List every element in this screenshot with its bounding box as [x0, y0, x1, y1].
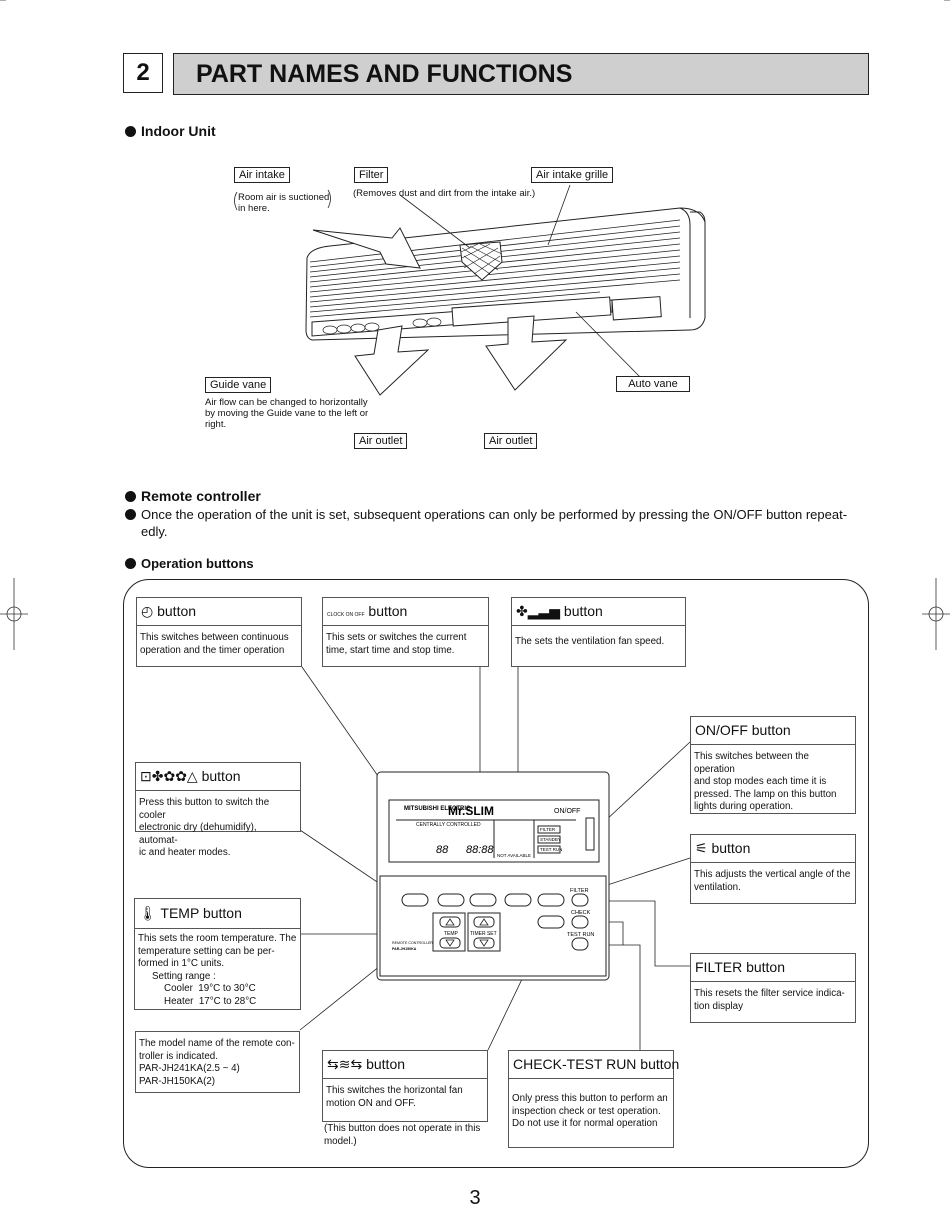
test-run-indicator: TEST RUN — [540, 847, 562, 852]
filter-label: Filter — [354, 167, 389, 183]
swing-button-header: ⇆≋⇆ button — [323, 1051, 487, 1079]
remote-model-label: REMOTE CONTROLLER — [392, 941, 433, 945]
vane-angle-icon: ⚟ — [695, 840, 708, 856]
mode-button-header: ⊡✤✿✿△ button — [136, 763, 300, 791]
bullet-icon — [125, 509, 136, 520]
page-number: 3 — [469, 1187, 481, 1209]
temp-digits: 88 — [436, 844, 449, 856]
temp-button-header: 🌡 TEMP button — [135, 899, 300, 929]
not-available-text: NOT AVAILABLE — [497, 853, 531, 858]
section-number: 2 — [123, 53, 163, 93]
standby-indicator: STANDBY — [540, 837, 561, 842]
filter-button-callout: FILTER button This resets the filter ser… — [690, 953, 856, 1023]
model-name-box: The model name of the remote con-troller… — [135, 1031, 300, 1093]
test-run-button-label: TEST RUN — [567, 932, 594, 938]
swing-icon: ⇆≋⇆ — [327, 1056, 363, 1072]
fan-speed-icon: ✤▂▃▅ — [516, 603, 561, 619]
centrally-controlled-text: CENTRALLY CONTROLLED — [416, 822, 481, 828]
mode-button-callout: ⊡✤✿✿△ button Press this button to switch… — [135, 762, 301, 858]
thermometer-icon: 🌡 — [139, 905, 157, 921]
bullet-icon — [125, 558, 136, 569]
filter-button-desc: This resets the filter service indica-ti… — [694, 988, 845, 1012]
air-intake-grille-label: Air intake grille — [531, 167, 614, 183]
bullet-icon — [125, 491, 136, 502]
section-title: PART NAMES AND FUNCTIONS — [173, 53, 869, 95]
bullet-icon — [125, 126, 136, 137]
onoff-display: ON/OFF — [554, 808, 580, 815]
swing-button-callout: ⇆≋⇆ button This switches the horizontal … — [322, 1050, 488, 1122]
air-intake-label: Air intake — [234, 167, 290, 183]
clock-button-header: CLOCK ON OFF button — [323, 598, 488, 626]
mode-icons: ⊡✤✿✿△ — [140, 768, 198, 784]
check-button-label: CHECK — [571, 910, 591, 916]
filter-button-label: FILTER — [570, 888, 589, 894]
model-logo: Mr.SLIM — [448, 804, 494, 818]
remote-controller-heading: Remote controller — [125, 488, 261, 504]
filter-note: (Removes dust and dirt from the intake a… — [353, 188, 536, 199]
fan-speed-button-desc: The sets the ventilation fan speed. — [515, 636, 665, 647]
time-digits: 88:88 — [466, 844, 494, 856]
operation-buttons-frame — [123, 579, 869, 1168]
temp-button-label: TEMP — [444, 931, 459, 937]
onoff-button-header: ON/OFF button — [691, 717, 855, 745]
temp-button-callout: 🌡 TEMP button This sets the room tempera… — [134, 898, 301, 1010]
operation-buttons-heading: Operation buttons — [125, 556, 254, 571]
fan-speed-button-callout: ✤▂▃▅ button The sets the ventilation fan… — [511, 597, 686, 667]
check-test-run-header: CHECK-TEST RUN button — [509, 1051, 679, 1079]
vane-button-callout: ⚟ button This adjusts the vertical angle… — [690, 834, 856, 904]
indoor-unit-illustration — [234, 184, 706, 396]
air-outlet-label-1: Air outlet — [354, 433, 408, 449]
remote-controller-note: Once the operation of the unit is set, s… — [125, 506, 865, 540]
indoor-unit-heading: Indoor Unit — [125, 123, 216, 139]
clock-on-off-icon: CLOCK ON OFF — [327, 612, 365, 618]
auto-vane-label: Auto vane — [616, 376, 690, 392]
timer-button-callout: ◴ button This switches between continuou… — [136, 597, 302, 667]
brand-text: MITSUBISHI ELECTRIC — [404, 806, 471, 812]
filter-indicator: FILTER — [540, 827, 556, 832]
timer-button-header: ◴ button — [137, 598, 301, 626]
remote-model-code: PAR-JH150KA — [392, 947, 417, 951]
guide-vane-label: Guide vane — [205, 377, 272, 393]
onoff-button-callout: ON/OFF button This switches between the … — [690, 716, 856, 814]
timer-set-button-label: TIMER SET — [470, 931, 497, 937]
clock-icon: ◴ — [141, 603, 154, 619]
fan-speed-button-header: ✤▂▃▅ button — [512, 598, 685, 626]
air-outlet-label-2: Air outlet — [484, 433, 538, 449]
clock-button-callout: CLOCK ON OFF button This sets or switche… — [322, 597, 489, 667]
filter-button-header: FILTER button — [691, 954, 855, 982]
vane-button-header: ⚟ button — [691, 835, 855, 863]
check-test-run-callout: CHECK-TEST RUN button Only press this bu… — [508, 1050, 679, 1148]
